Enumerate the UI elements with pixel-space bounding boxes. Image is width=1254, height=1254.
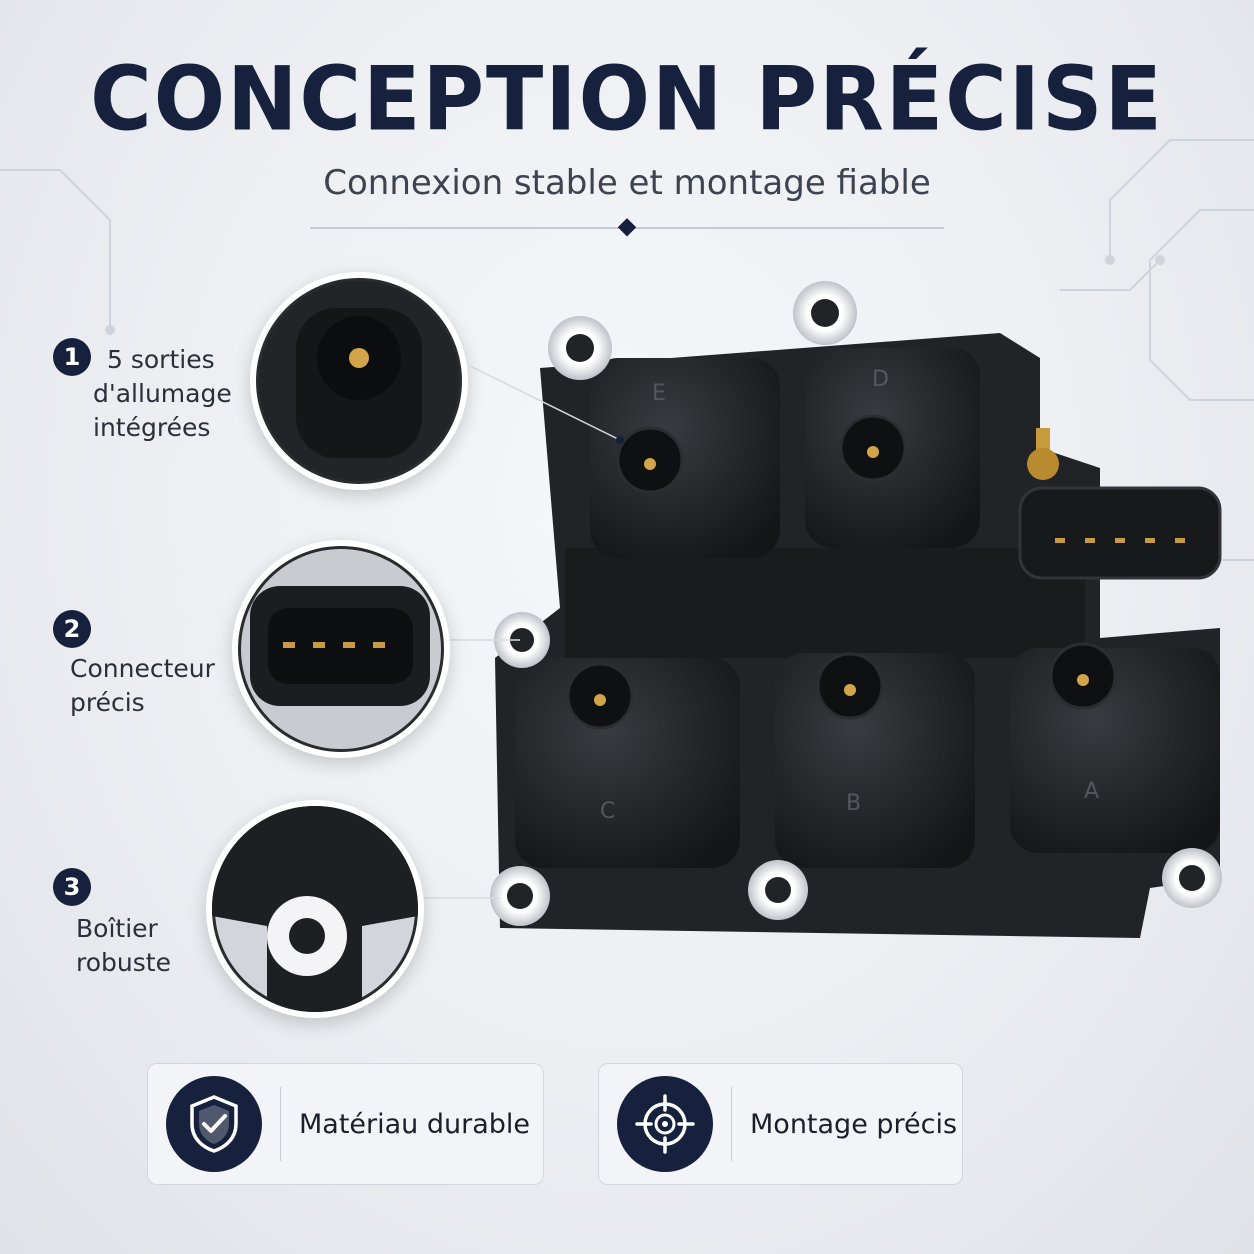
- zoom-connector: [232, 540, 450, 758]
- coil-label-b: B: [846, 791, 861, 816]
- zoom-ignition-output: [250, 272, 468, 490]
- page-subtitle: Connexion stable et montage fiable: [323, 163, 931, 203]
- feature-label-ignition-outputs: 5 sorties d'allumage intégrées: [93, 343, 232, 445]
- feature-2-line-2: précis: [70, 688, 145, 717]
- badge-separator: [280, 1087, 281, 1161]
- badge-precise-fit: Montage précis: [598, 1063, 963, 1185]
- badge-label-precise-fit: Montage précis: [750, 1108, 958, 1140]
- coil-label-a: A: [1084, 779, 1099, 804]
- coil-label-c: C: [600, 799, 615, 824]
- feature-2-line-1: Connecteur: [70, 654, 215, 683]
- feature-number-2: 2: [53, 610, 91, 648]
- badge-durable-material: Matériau durable: [147, 1063, 544, 1185]
- feature-1-line-3: intégrées: [93, 413, 211, 442]
- feature-3-line-1: Boîtier: [76, 914, 158, 943]
- feature-number-1: 1: [53, 338, 91, 376]
- feature-label-connector: Connecteur précis: [70, 652, 215, 720]
- feature-1-line-2: d'allumage: [93, 379, 232, 408]
- page-title: CONCEPTION PRÉCISE: [90, 47, 1164, 151]
- feature-label-housing: Boîtier robuste: [76, 912, 171, 980]
- crosshair-icon: [617, 1076, 713, 1172]
- badge-separator: [731, 1087, 732, 1161]
- coil-label-d: D: [872, 367, 889, 392]
- shield-check-icon: [166, 1076, 262, 1172]
- feature-1-line-1: 5 sorties: [107, 345, 215, 374]
- ignition-coil-pack-image: E D C B A: [490, 281, 1222, 938]
- zoom-housing: [206, 800, 424, 1018]
- feature-number-3: 3: [53, 868, 91, 906]
- badge-label-durable-material: Matériau durable: [299, 1108, 531, 1140]
- coil-label-e: E: [652, 381, 666, 406]
- title-divider: [310, 218, 944, 237]
- feature-3-line-2: robuste: [76, 948, 171, 977]
